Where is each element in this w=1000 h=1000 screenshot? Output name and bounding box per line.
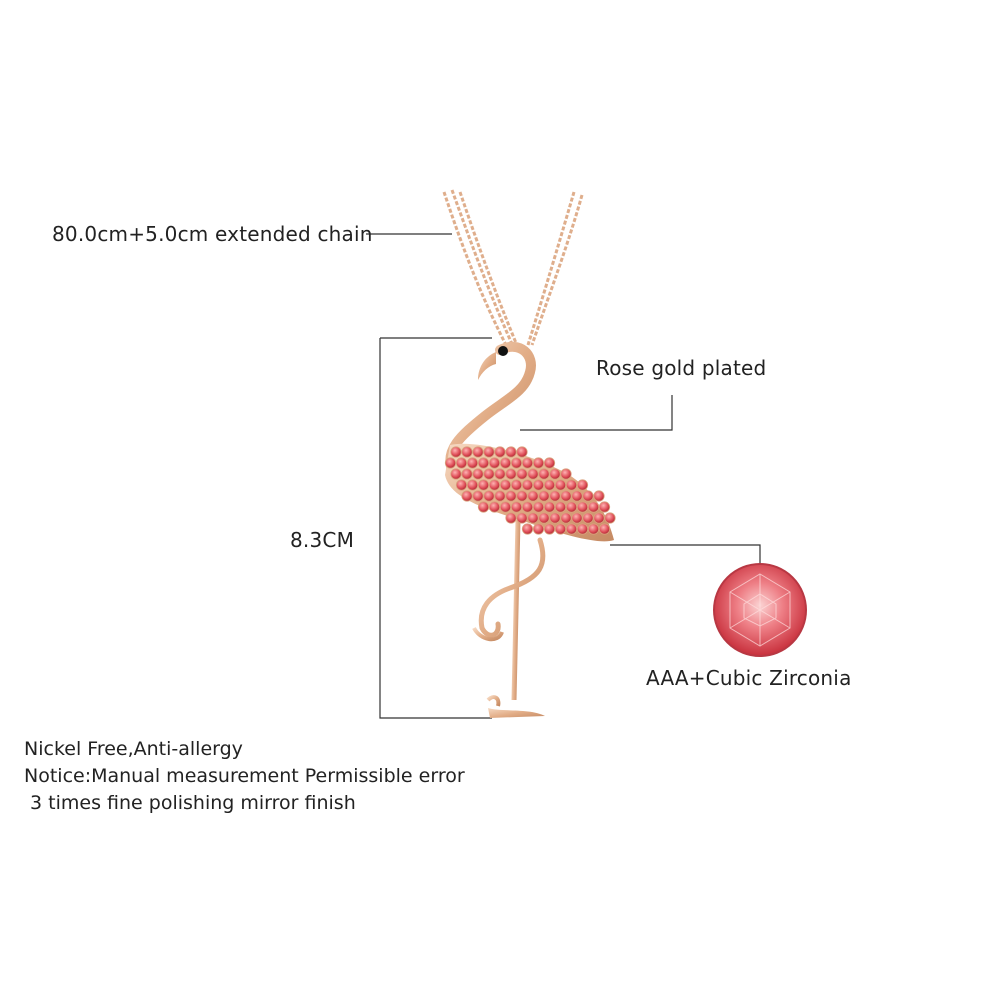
crystal-bead: [488, 501, 501, 513]
crystal-bead: [560, 468, 572, 480]
crystal-bead: [576, 501, 589, 513]
crystal-bead: [593, 512, 605, 524]
crystal-bead: [521, 501, 534, 513]
crystal-bead: [483, 468, 495, 480]
crystal-bead: [538, 468, 550, 480]
crystal-bead: [532, 501, 545, 513]
note-line: 3 times fine polishing mirror finish: [24, 792, 356, 814]
crystal-bead: [587, 501, 600, 513]
crystal-bead: [499, 457, 512, 469]
note-line: Notice:Manual measurement Permissible er…: [24, 765, 465, 787]
crystal-bead: [455, 479, 468, 491]
product-notes: Nickel Free,Anti-allergy Notice:Manual m…: [24, 736, 465, 817]
crystal-bead: [549, 490, 561, 502]
callout-lines: [366, 233, 761, 719]
crystal-bead: [538, 512, 550, 524]
crystal-bead: [472, 468, 484, 480]
crystal-bead: [461, 468, 473, 480]
crystal-bead: [444, 457, 457, 469]
crystal-bead: [565, 523, 578, 535]
crystal-bead: [532, 457, 545, 469]
crystal-bead: [543, 457, 556, 469]
crystal-bead: [549, 512, 561, 524]
crystal-bead: [571, 490, 583, 502]
plating-label: Rose gold plated: [596, 356, 767, 380]
crystal-bead: [499, 501, 512, 513]
crystal-bead: [494, 468, 506, 480]
crystal-bead: [527, 468, 539, 480]
crystal-bead: [505, 512, 517, 524]
crystal-bead: [477, 457, 490, 469]
crystal-bead: [521, 457, 534, 469]
crystal-bead: [505, 468, 517, 480]
crystal-bead: [554, 479, 567, 491]
crystal-bead: [565, 479, 578, 491]
chain: [442, 189, 584, 346]
crystal-bead: [549, 468, 561, 480]
crystal-bead: [466, 479, 479, 491]
crystal-bead: [516, 512, 528, 524]
crystal-bead: [461, 490, 473, 502]
crystal-bead: [477, 501, 490, 513]
crystal-bead: [466, 457, 479, 469]
crystal-bead: [516, 490, 528, 502]
crystal-bead: [582, 490, 594, 502]
crystal-bead: [510, 501, 523, 513]
crystal-bead: [527, 490, 539, 502]
crystal-bead: [505, 490, 517, 502]
crystal-bead: [488, 457, 501, 469]
crystal-bead: [576, 523, 589, 535]
crystal-bead: [532, 523, 545, 535]
zirconia-stone: [713, 563, 807, 657]
plating-callout-line: [520, 395, 673, 431]
crystal-bead: [543, 523, 556, 535]
crystal-bead: [554, 501, 567, 513]
crystal-bead: [598, 523, 611, 535]
crystal-bead: [472, 446, 484, 458]
crystal-bead: [510, 457, 523, 469]
stone-label: AAA+Cubic Zirconia: [646, 666, 852, 690]
crystal-bead: [472, 490, 484, 502]
crystal-bead: [494, 490, 506, 502]
crystal-bead: [450, 468, 462, 480]
crystal-bead: [516, 446, 528, 458]
crystal-bead: [483, 446, 495, 458]
crystal-bead: [455, 457, 468, 469]
crystal-bead: [571, 512, 583, 524]
height-label: 8.3CM: [290, 528, 355, 552]
crystal-bead: [598, 501, 611, 513]
crystal-bead: [560, 490, 572, 502]
crystal-bead: [488, 479, 501, 491]
stone-callout-line: [610, 544, 761, 568]
crystal-bead: [582, 512, 594, 524]
crystal-bead: [560, 512, 572, 524]
crystal-bead: [527, 512, 539, 524]
crystal-bead: [538, 490, 550, 502]
crystal-bead: [477, 479, 490, 491]
crystal-bead: [587, 523, 600, 535]
crystal-bead: [521, 479, 534, 491]
crystal-wing: [444, 446, 616, 535]
crystal-bead: [461, 446, 473, 458]
height-bracket: [379, 338, 492, 719]
crystal-bead: [554, 523, 567, 535]
crystal-bead: [576, 479, 589, 491]
crystal-bead: [499, 479, 512, 491]
chain-length-label: 80.0cm+5.0cm extended chain: [52, 222, 373, 246]
crystal-bead: [593, 490, 605, 502]
crystal-bead: [516, 468, 528, 480]
crystal-bead: [450, 446, 462, 458]
crystal-bead: [483, 490, 495, 502]
note-line: Nickel Free,Anti-allergy: [24, 738, 243, 760]
crystal-bead: [565, 501, 578, 513]
crystal-bead: [532, 479, 545, 491]
crystal-bead: [494, 446, 506, 458]
crystal-bead: [543, 479, 556, 491]
crystal-bead: [510, 479, 523, 491]
crystal-bead: [505, 446, 517, 458]
crystal-bead: [521, 523, 534, 535]
crystal-bead: [604, 512, 616, 524]
crystal-bead: [543, 501, 556, 513]
